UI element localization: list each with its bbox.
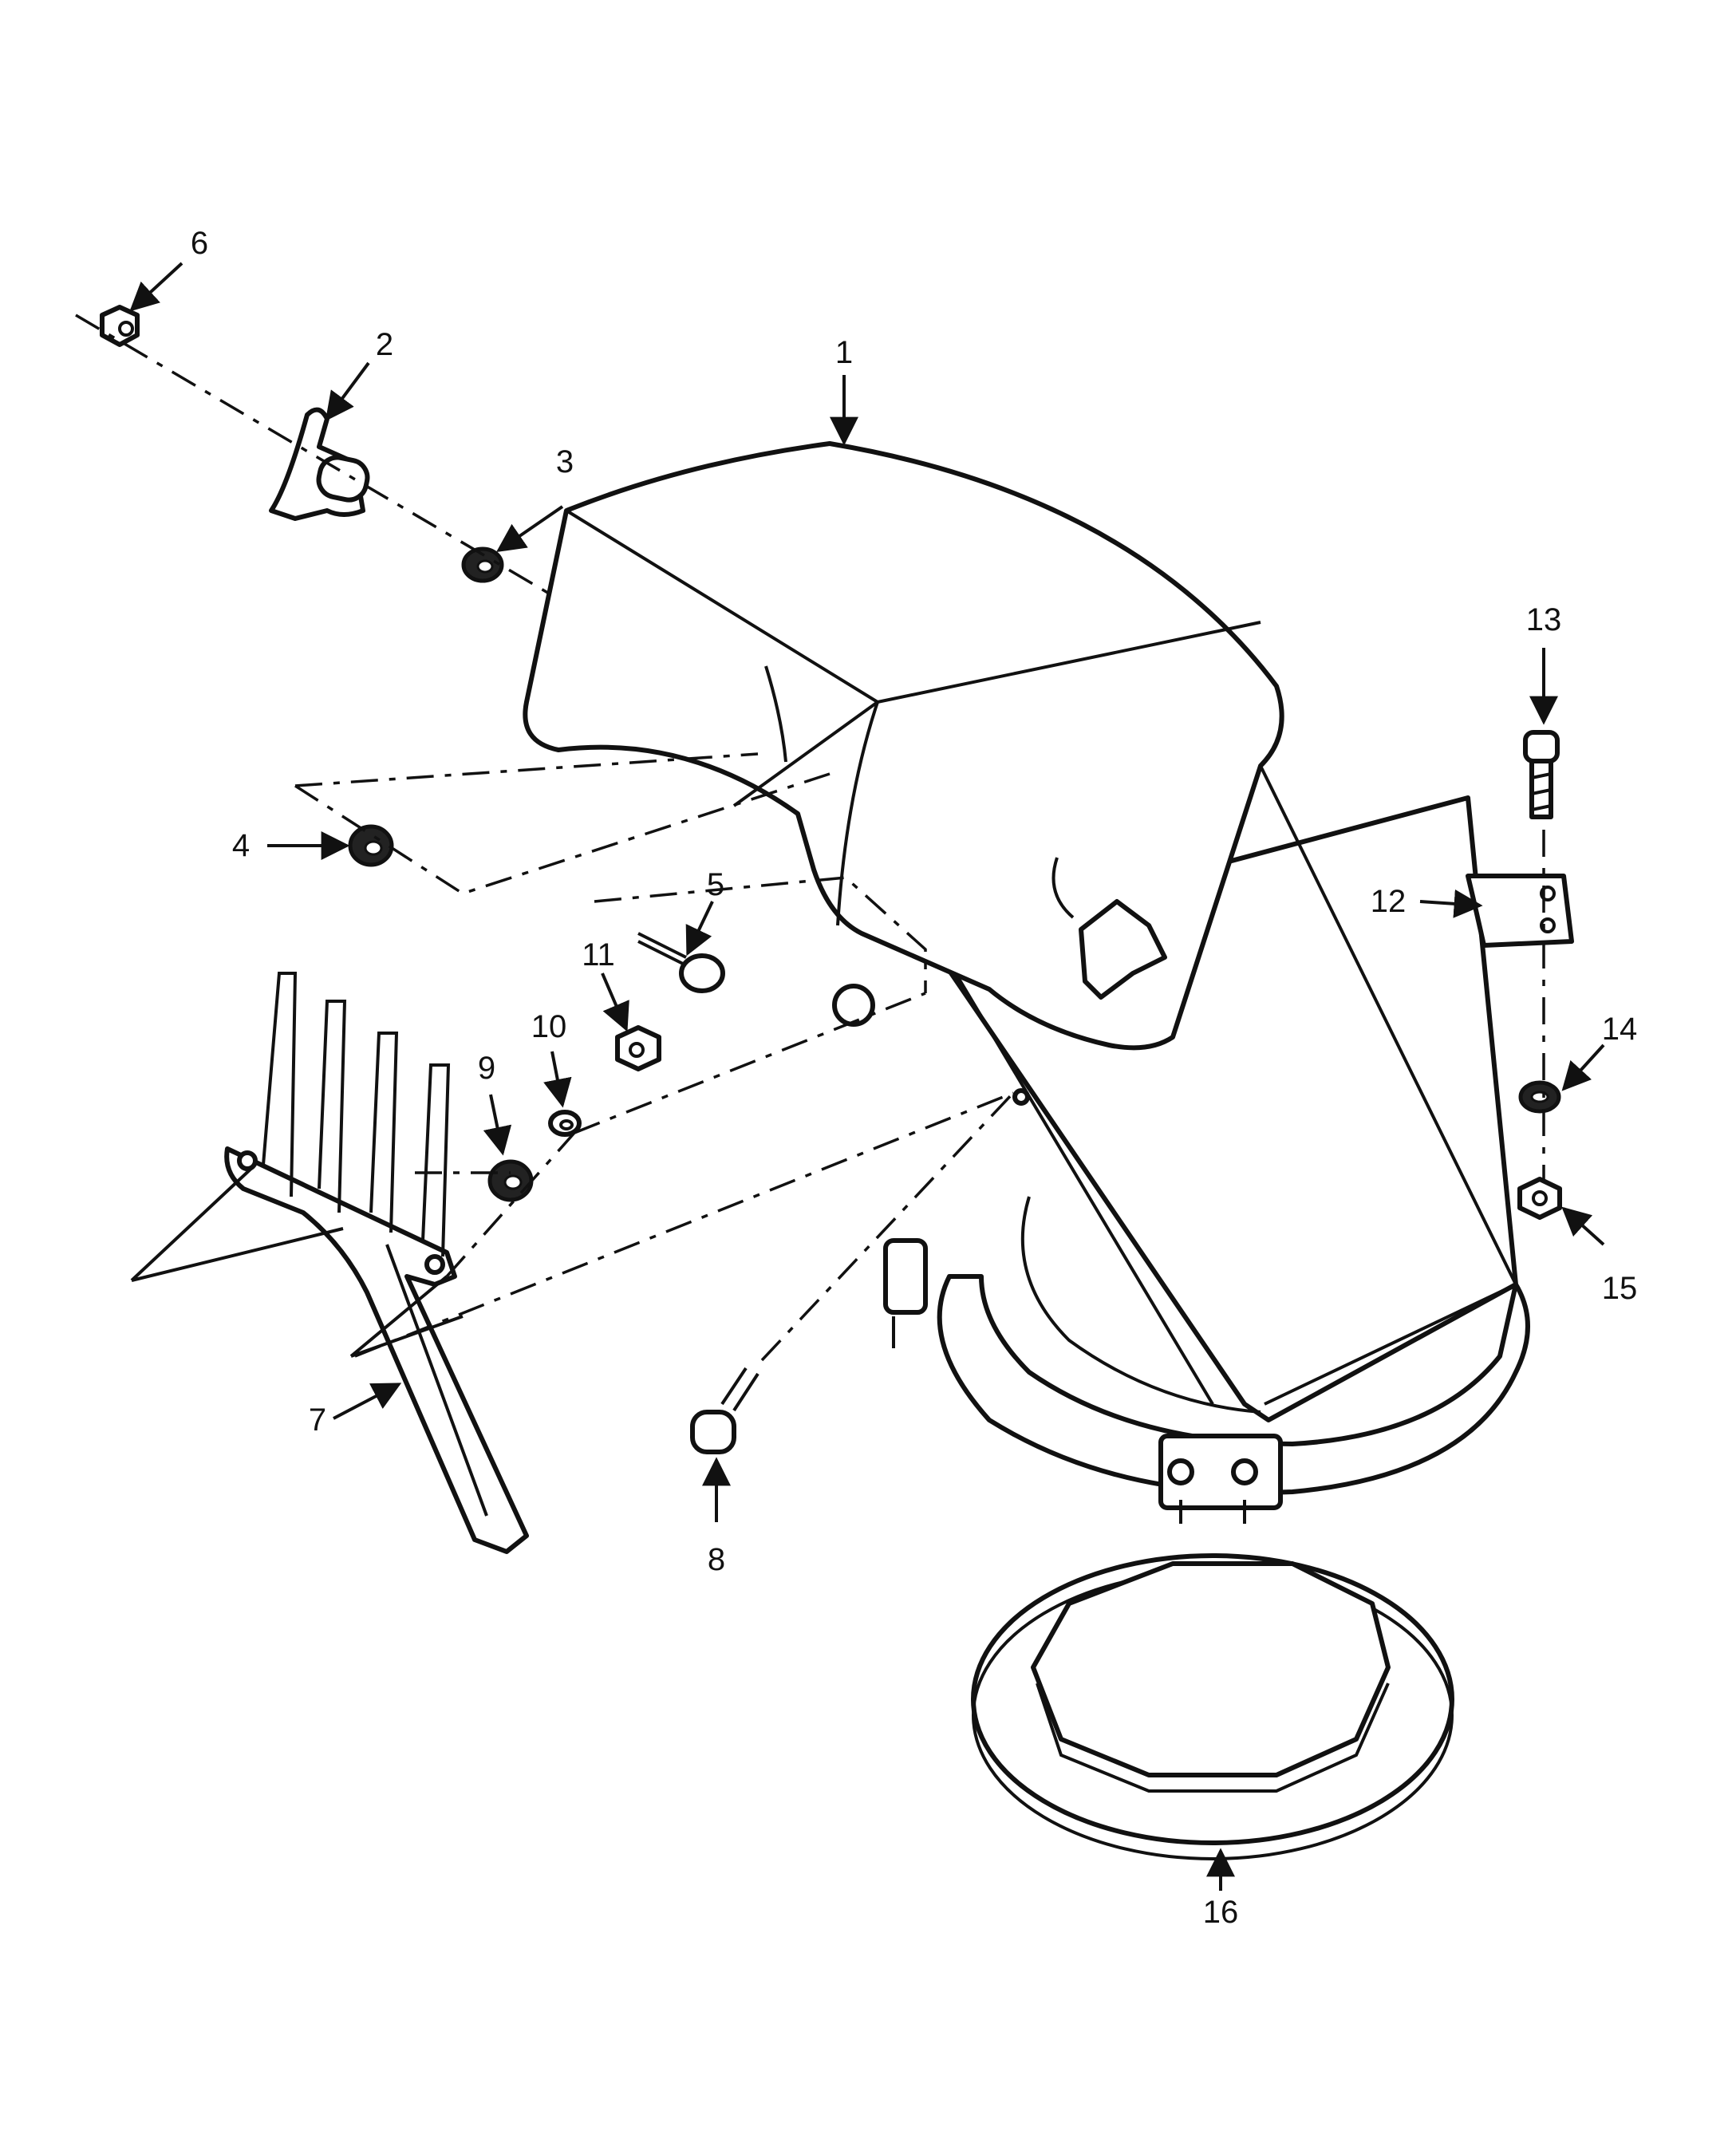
callout-12: 12: [1371, 884, 1407, 919]
clamp-strap-part-12: [1466, 874, 1574, 948]
callout-13: 13: [1526, 602, 1562, 637]
callout-14: 14: [1602, 1012, 1638, 1047]
deflector-bracket-part: [224, 972, 529, 1554]
callout-3: 3: [556, 444, 574, 479]
callout-11: 11: [582, 937, 615, 972]
carriage-bolt-part-5: [637, 932, 725, 993]
callout-9: 9: [478, 1051, 495, 1086]
callout-10: 10: [531, 1009, 567, 1044]
nut-part-11: [615, 1025, 661, 1071]
washer-part-4: [348, 824, 394, 867]
callout-15: 15: [1602, 1271, 1638, 1306]
washer-part-3: [461, 546, 504, 583]
hex-nut-part-6: [100, 305, 140, 347]
discharge-chute-part: [523, 441, 1518, 1422]
callout-6: 6: [191, 226, 208, 261]
callout-labels: 1 2 3 4 5 6 7 8 9 10 11 12 13 14 15 16: [191, 226, 1637, 1930]
callout-16: 16: [1203, 1895, 1239, 1930]
nut-part-15: [1517, 1177, 1562, 1220]
bolt-part-8: [690, 1367, 760, 1454]
bolt-part-13: [1523, 730, 1560, 819]
callout-4: 4: [232, 828, 250, 863]
lock-washer-part-10: [548, 1110, 582, 1137]
callout-leaders: [129, 262, 1605, 1891]
callout-8: 8: [708, 1542, 725, 1577]
assembly-lines: [75, 314, 1545, 1362]
ring-gasket-part: [971, 1553, 1454, 1860]
chute-base-ring: [883, 1196, 1530, 1524]
callout-1: 1: [835, 335, 853, 370]
washer-part-9: [487, 1159, 534, 1202]
callout-7: 7: [309, 1402, 326, 1438]
callout-5: 5: [707, 867, 724, 902]
callout-2: 2: [376, 327, 393, 362]
wing-knob-part-2: [269, 407, 370, 521]
washer-part-14: [1518, 1080, 1561, 1114]
